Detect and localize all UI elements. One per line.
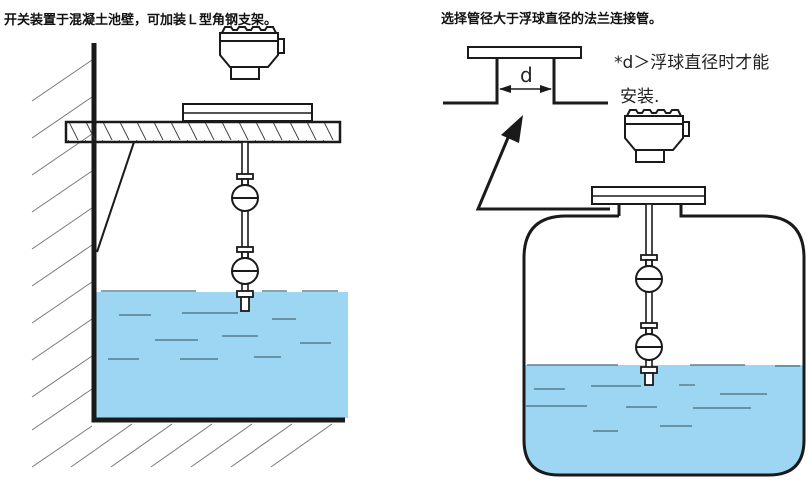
tank-wall (91, 43, 345, 423)
closed-tank (522, 204, 806, 477)
left-caption: 开关装置于混凝土池壁，可加装Ｌ型角钢支架。 (4, 13, 278, 28)
right-lower-float (635, 322, 663, 361)
left-upper-float (231, 173, 259, 212)
right-switch-head (624, 109, 690, 163)
left-stem-tip (240, 296, 250, 312)
right-stem-tip (644, 372, 654, 386)
right-water-ripples (526, 364, 800, 432)
mounting-beam (64, 120, 342, 144)
left-water-ripples (101, 290, 338, 360)
left-water (96, 292, 348, 418)
diameter-note-line2: 安装. (620, 87, 660, 107)
left-lower-float (231, 246, 259, 285)
flange-detail (443, 46, 608, 105)
right-caption: 选择管径大于浮球直径的法兰连接管。 (441, 12, 663, 27)
dimension-d-label: d (520, 63, 533, 87)
pointer-arrow (475, 115, 610, 211)
right-diagram (443, 46, 806, 477)
left-diagram (31, 26, 348, 468)
right-water (524, 365, 804, 475)
diameter-note-line1: *d＞浮球直径时才能 (614, 53, 770, 73)
right-upper-float (635, 254, 663, 293)
l-bracket (96, 141, 135, 253)
left-switch-head (219, 26, 285, 80)
